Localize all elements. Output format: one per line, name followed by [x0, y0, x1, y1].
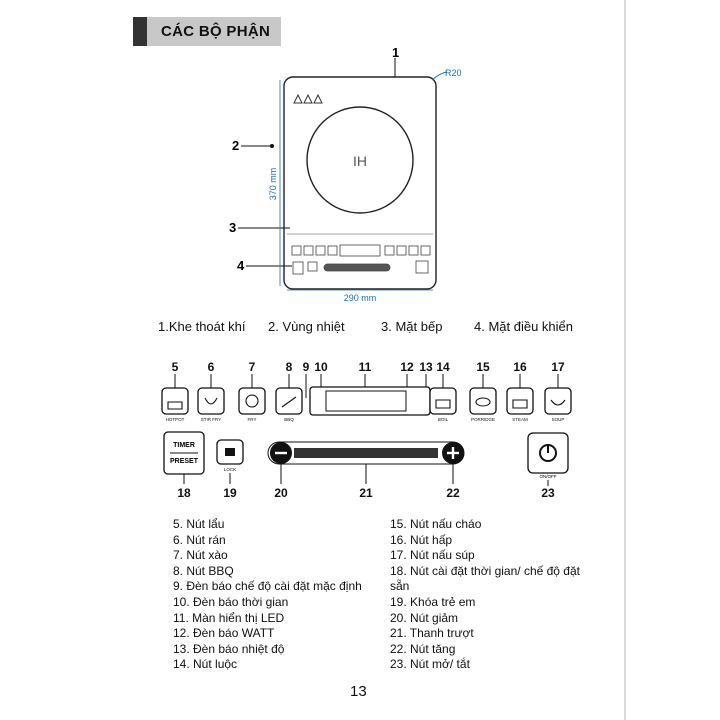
num-9: 9: [303, 360, 310, 374]
legend-item: sẵn: [390, 579, 410, 594]
label-bbq: BBQ: [284, 417, 294, 422]
num-5: 5: [172, 360, 179, 374]
legend-item: 13. Đèn báo nhiệt độ: [173, 641, 285, 656]
num-22: 22: [446, 486, 460, 500]
num-18: 18: [177, 486, 191, 500]
legend-item: 20. Nút giảm: [390, 610, 459, 625]
legend-item: 10. Đèn báo thời gian: [173, 594, 289, 609]
label-fry: FRY: [248, 417, 257, 422]
onoff-label: ON/OFF: [540, 474, 557, 479]
hotpot-button: [161, 387, 189, 415]
num-6: 6: [208, 360, 215, 374]
page-edge-rule: [624, 0, 626, 720]
legend-item: 21. Thanh trượt: [390, 626, 474, 641]
page-number: 13: [350, 683, 367, 700]
legend-right: 15. Nút nấu cháo 16. Nút hấp 17. Nút nấu…: [390, 517, 580, 673]
num-8: 8: [286, 360, 293, 374]
legend-item: 7. Nút xào: [173, 548, 228, 563]
num-23: 23: [541, 486, 555, 500]
num-19: 19: [223, 486, 237, 500]
num-7: 7: [249, 360, 256, 374]
num-12: 12: [400, 360, 414, 374]
cooktop-outline: [283, 76, 437, 290]
caption-cooktop: 3. Mặt bếp: [381, 319, 443, 334]
boil-icon: [435, 399, 451, 409]
legend-item: 5. Nút lẩu: [173, 517, 225, 531]
boil-button: [429, 387, 457, 415]
caption-vent: 1.Khe thoát khí: [158, 319, 246, 334]
num-11: 11: [359, 360, 372, 374]
radius-label: R20: [445, 68, 462, 78]
num-14: 14: [436, 360, 450, 374]
legend-item: 12. Đèn báo WATT: [173, 626, 275, 641]
callout-1: 1: [392, 45, 399, 60]
width-label: 290 mm: [344, 293, 377, 303]
legend-left: 5. Nút lẩu 6. Nút rán 7. Nút xào 8. Nút …: [173, 517, 362, 673]
steam-icon: [512, 399, 528, 409]
led-display: [325, 390, 407, 412]
legend-item: 23. Nút mở/ tắt: [390, 657, 470, 672]
num-16: 16: [513, 360, 527, 374]
soup-icon: [550, 399, 566, 406]
bbq-icon: [281, 396, 297, 408]
lock-label: LOCK: [224, 467, 236, 472]
bbq-button: [275, 387, 303, 415]
lock-icon: [225, 448, 235, 456]
preset-label: PRESET: [170, 458, 199, 465]
caption-heat-zone: 2. Vùng nhiệt: [268, 319, 345, 334]
num-20: 20: [274, 486, 288, 500]
label-soup: SOUP: [552, 417, 565, 422]
legend-item: 11. Màn hiển thị LED: [173, 610, 285, 625]
control-panel-diagram: 5 6 7 8 9 10 11 12 13 14 15 16 17: [161, 360, 572, 500]
legend-item: 14. Nút luộc: [173, 657, 238, 672]
height-label: 370 mm: [268, 168, 278, 201]
fry-icon: [245, 394, 259, 408]
legend-item: 9. Đèn báo chế độ cài đặt mặc định: [173, 579, 362, 594]
soup-button: [544, 387, 572, 415]
steam-button: [506, 387, 534, 415]
heating-zone: [306, 106, 414, 214]
porridge-icon: [475, 397, 491, 407]
legend-item: 22. Nút tăng: [390, 641, 456, 656]
legend-item: 15. Nút nấu cháo: [390, 517, 482, 531]
legend-item: 16. Nút hấp: [390, 532, 453, 547]
legend-item: 18. Nút cài đặt thời gian/ chế độ đặt: [390, 563, 580, 578]
callout-2: 2: [232, 138, 239, 153]
label-hotpot: HOTPOT: [166, 417, 185, 422]
ih-label: IH: [353, 153, 367, 169]
num-13: 13: [419, 360, 433, 374]
slider-bar: [294, 448, 438, 458]
fry-button: [238, 387, 266, 415]
label-stir-fry: STIR FRY: [201, 417, 221, 422]
mini-control-panel: [291, 244, 431, 275]
label-steam: STEAM: [512, 417, 528, 422]
warning-icons: [293, 93, 323, 104]
label-porridge: PORRIDGE: [471, 417, 495, 422]
hotpot-icon: [167, 401, 183, 410]
legend-item: 8. Nút BBQ: [173, 563, 234, 578]
timer-label: TIMER: [173, 442, 195, 449]
num-15: 15: [476, 360, 490, 374]
legend-item: 17. Nút nấu súp: [390, 548, 475, 563]
callout-4: 4: [237, 258, 245, 273]
stir-fry-button: [197, 387, 225, 415]
stir-fry-icon: [204, 397, 218, 405]
heading-text: CÁC BỘ PHẬN: [161, 23, 271, 40]
num-21: 21: [359, 486, 373, 500]
section-heading: CÁC BỘ PHẬN: [133, 17, 281, 46]
porridge-button: [469, 387, 497, 415]
caption-control-panel: 4. Mặt điều khiển: [474, 319, 574, 334]
label-boil: BOIL: [438, 417, 449, 422]
legend-item: 19. Khóa trẻ em: [390, 594, 476, 609]
num-17: 17: [551, 360, 565, 374]
legend-item: 6. Nút rán: [173, 532, 226, 547]
heading-bar: [133, 17, 147, 46]
callout-3: 3: [229, 220, 236, 235]
cooktop-diagram: IH R20 370 mm 290 mm 1 2 3 4: [229, 45, 462, 303]
num-10: 10: [314, 360, 328, 374]
